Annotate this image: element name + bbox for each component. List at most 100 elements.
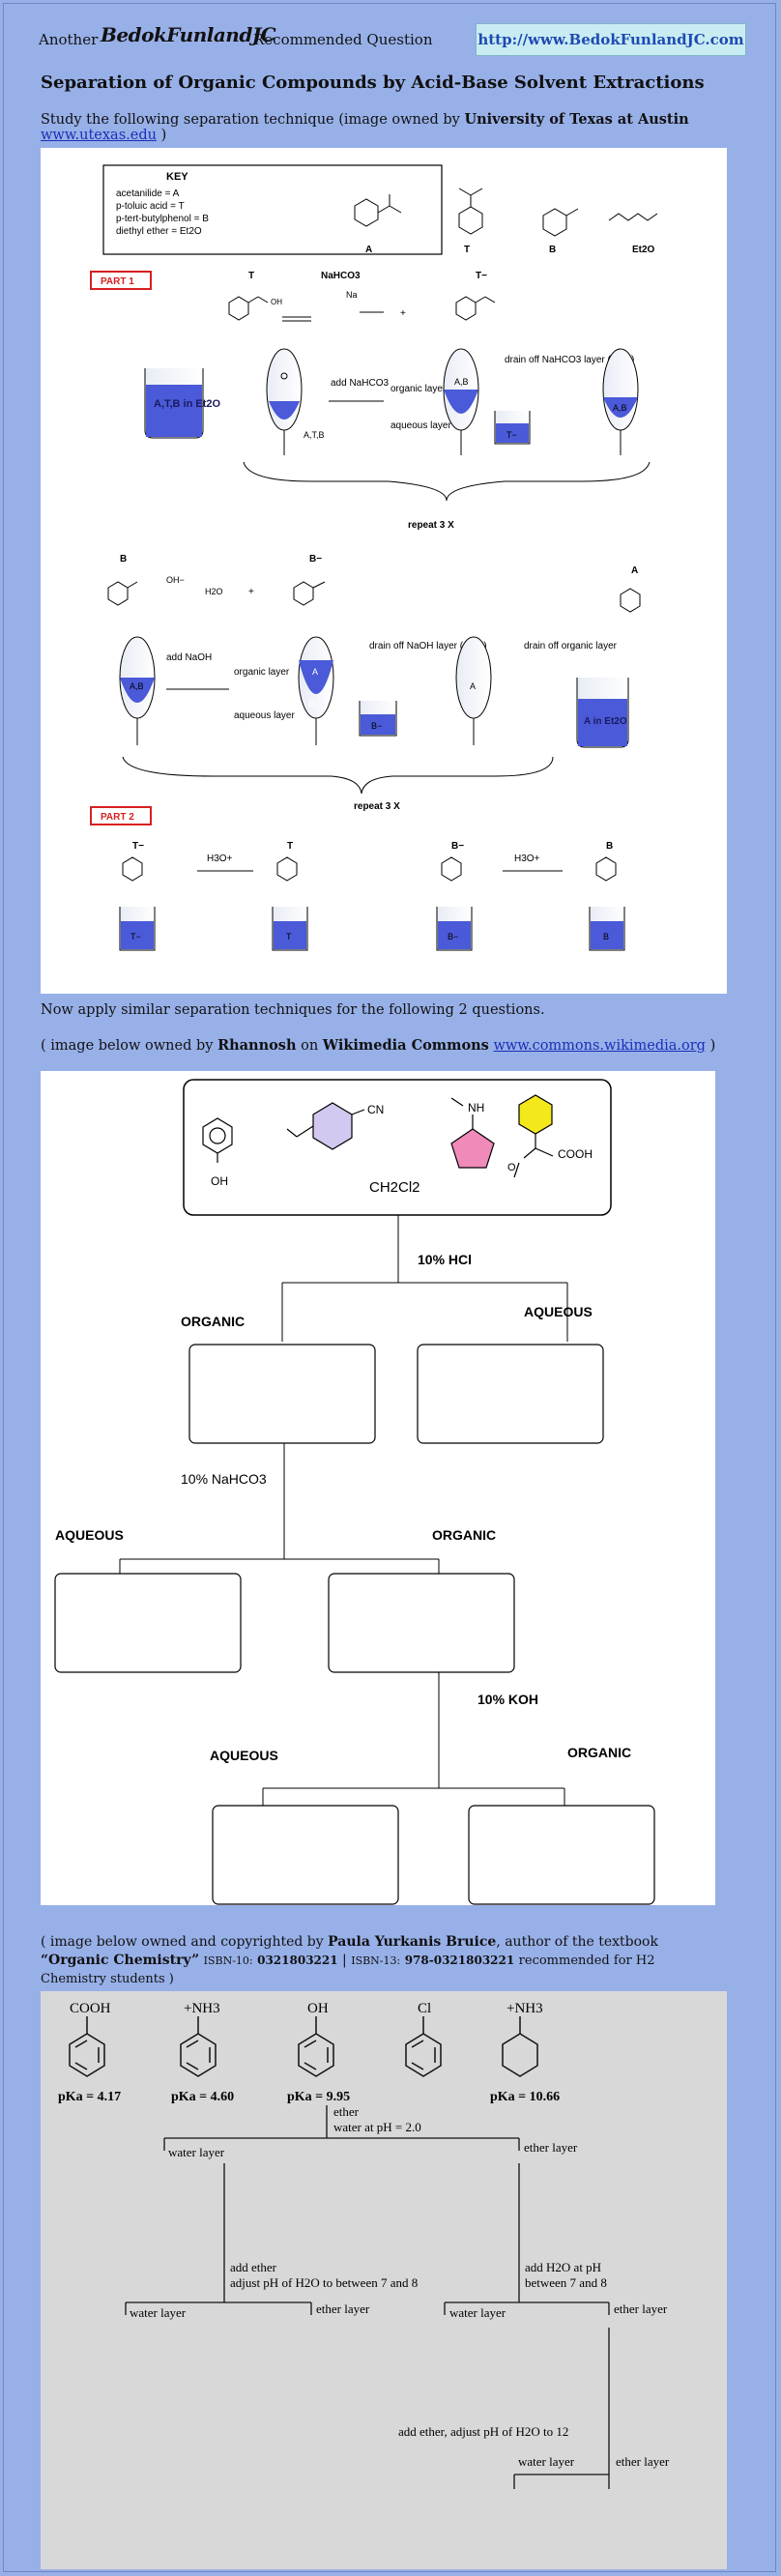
p1-nahco3-label: NaHCO3 [321,271,361,281]
credit2-close: ) [709,1038,716,1054]
credit2-open: ( image below owned by [41,1038,214,1054]
p2-beaker-4-label: B [603,932,609,941]
box-organic-3[interactable] [468,1805,655,1905]
p1-organic-label: organic layer [390,384,447,394]
key-line-a: acetanilide = A [116,188,180,199]
figure-bruice: COOH +NH3 OH Cl +NH3 pKa = 4.17 pKa = 4.… [41,1991,727,2569]
bruice-rings [69,2016,538,2077]
p2-molecules [122,856,617,882]
part2-label: PART 2 [101,812,134,823]
p1-funnel3-label: A,B [613,403,627,413]
credit3-tail: recommended for H2 Chemistry students ) [41,1954,655,1986]
p1-na-label: Na [346,290,358,300]
ether-layer-1: ether layer [524,2140,578,2155]
isbn10: 0321803221 [257,1954,338,1967]
water-layer-2: water layer [130,2305,187,2320]
header-bar: Another BedokFunlandJC Recommended Quest… [39,23,746,58]
p1b-molecules [107,581,641,613]
credit3-open: ( image below owned and copyrighted by [41,1934,324,1950]
p1-plus: + [400,308,406,319]
site-link[interactable]: http://www.BedokFunlandJC.com [476,23,746,56]
p1-funnel-2 [443,348,479,455]
page-frame [3,3,776,2572]
p1-repeat-brace [243,461,651,502]
p2-beakers [119,907,625,951]
p1b-oh-label: OH− [166,575,185,585]
phenol-structure [202,1117,233,1163]
p1-funnel-3 [602,348,639,455]
amine-nh-label: NH [468,1101,484,1114]
intro-line: Study the following separation technique… [41,112,460,128]
credit2-site: Wikimedia Commons [322,1037,489,1054]
aqueous-3: AQUEOUS [210,1748,278,1763]
key-title: KEY [166,171,188,183]
p1-tminus-label: T− [476,271,487,281]
compounds-box [183,1079,612,1216]
key-label-b: B [549,245,556,255]
brand-logo: BedokFunlandJC [101,23,276,46]
p1-repeat-label: repeat 3 X [408,520,454,531]
nitrile-structure [286,1102,365,1150]
p1-drain-label: drain off NaHCO3 layer (save) [505,355,634,365]
credit2-on: on [301,1038,319,1054]
credit3-mid: , author of the textbook [496,1934,658,1950]
p1b-funnel-2 [298,636,334,745]
extraction-diagram: KEY acetanilide = A p-toluic acid = T p-… [90,164,658,951]
p1b-beaker-b-label: B− [371,721,382,731]
wikimedia-link[interactable]: www.commons.wikimedia.org [493,1038,706,1054]
figure-flowchart: OH CN NH O COOH CH2Cl2 10% HCl [41,1071,715,1905]
box-aqueous-1[interactable] [417,1344,604,1444]
isbn-sep: | [342,1953,347,1968]
part1-badge [90,271,152,290]
p1b-beaker-a [576,678,629,748]
key-label-et2o: Et2O [632,245,655,255]
box-organic-2[interactable] [328,1573,515,1673]
p1b-plus: + [248,587,254,597]
p1-add-label: add NaHCO3 [331,378,389,389]
p2-b-label: B [606,841,613,852]
step4-adjust-12: add ether, adjust pH of H2O to 12 [398,2424,568,2439]
p2-h3o-label: H3O+ [207,854,233,864]
p1b-aqueous-label: aqueous layer [234,710,295,721]
p1b-funnel3-label: A [470,681,476,691]
nitrile-cn-label: CN [367,1103,384,1116]
p1b-funnel-1 [119,636,156,745]
cpd2-pka: pKa = 4.60 [171,2090,234,2104]
intro-owner: University of Texas at Austin [464,111,689,128]
bruice-diagram: COOH +NH3 OH Cl +NH3 pKa = 4.17 pKa = 4.… [58,2001,670,2489]
intro-text: Study the following separation technique… [41,111,781,143]
p1-funnel2-label: A,B [454,377,469,387]
p1b-b-label: B [120,554,127,564]
step3-between: between 7 and 8 [525,2275,607,2290]
cpd1-group: COOH [70,2001,111,2016]
p1b-repeat-label: repeat 3 X [354,801,400,812]
p1b-beaker-a-label: A in Et2O [584,716,627,727]
solvent-label: CH2Cl2 [369,1179,420,1196]
box-aqueous-3[interactable] [212,1805,399,1905]
water-layer-3: water layer [449,2305,506,2320]
p1-beaker-label: A,T,B in Et2O [154,398,221,410]
box-aqueous-2[interactable] [54,1573,242,1673]
cpd5-group: +NH3 [506,2001,543,2016]
utexas-link[interactable]: www.utexas.edu [41,128,157,143]
key-line-b: p-tert-butylphenol = B [116,214,209,224]
water-layer-1: water layer [168,2145,225,2159]
ether-layer-4: ether layer [616,2454,670,2469]
step2-add-ether: add ether [230,2260,277,2274]
organic-2: ORGANIC [432,1527,496,1543]
acid-o-label: O [507,1162,516,1173]
aqueous-1: AQUEOUS [524,1304,593,1319]
credit3-book: “Organic Chemistry” [41,1953,200,1968]
box-organic-1[interactable] [188,1344,376,1444]
intro-close: ) [160,128,167,143]
credit2-owner: Rhannosh [217,1037,297,1054]
p1b-bminus-label: B− [309,554,322,564]
aqueous-2: AQUEOUS [55,1527,124,1543]
cpd3-pka: pKa = 9.95 [287,2090,350,2104]
p1-aqueous-label: aqueous layer [390,420,451,431]
p2-h3o2-label: H3O+ [514,854,540,864]
cpd1-pka: pKa = 4.17 [58,2090,121,2104]
step1-ether: ether [333,2104,360,2119]
isbn13-label: ISBN-13: [351,1954,401,1967]
phenol-oh-label: OH [211,1174,228,1188]
